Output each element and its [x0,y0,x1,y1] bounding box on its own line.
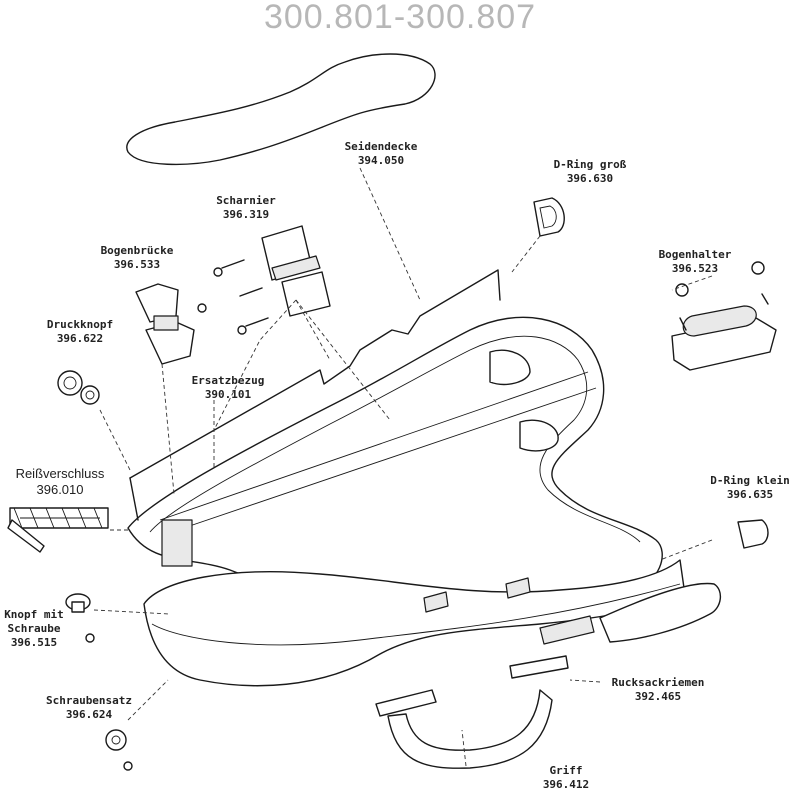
d-ring-small-code: 396.635 [726,488,774,501]
bow-holder-drawing [671,261,777,371]
d-ring-small-drawing [737,519,769,549]
screw-set-code: 396.624 [65,708,113,721]
liner-drawing [129,269,501,521]
label-liner: Ersatzbezug 390.101 [178,374,278,402]
label-hinge: Scharnier 396.319 [196,194,296,222]
zipper-code: 396.010 [36,482,84,497]
bow-holder-code: 396.523 [671,262,719,275]
d-ring-large-drawing [533,197,565,237]
silk-cover-code: 394.050 [357,154,405,167]
snap-button-name: Druckknopf [46,318,114,331]
bow-bridge-code: 396.533 [113,258,161,271]
hinge-name: Scharnier [216,194,276,207]
snap-button-drawing [57,370,100,405]
backpack-strap-code: 392.465 [634,690,682,703]
leader-lines [93,167,713,767]
d-ring-small-name: D-Ring klein [710,474,790,487]
label-screw-set: Schraubensatz 396.624 [34,694,144,722]
diagram-title: 300.801-300.807 [263,0,537,36]
knob-drawing [65,593,95,643]
hinge-code: 396.319 [222,208,270,221]
bow-bridge-drawing [135,283,207,365]
knob-name-line1: Knopf mit [4,608,64,621]
label-bow-bridge: Bogenbrücke 396.533 [82,244,192,272]
label-bow-holder: Bogenhalter 396.523 [640,248,750,276]
label-d-ring-large: D-Ring groß 396.630 [540,158,640,186]
handle-code: 396.412 [542,778,590,791]
bow-holder-name: Bogenhalter [658,248,732,261]
knob-code: 396.515 [10,636,58,649]
handle-name: Griff [549,764,583,777]
label-d-ring-small: D-Ring klein 396.635 [702,474,798,502]
silk-cover-name: Seidendecke [344,140,418,153]
label-knob: Knopf mit Schraube 396.515 [0,608,68,650]
silk-cover-drawing [126,53,436,166]
label-snap-button: Druckknopf 396.622 [30,318,130,346]
d-ring-large-name: D-Ring groß [553,158,627,171]
liner-code: 390.101 [204,388,252,401]
handle-drawing [375,655,569,769]
zipper-drawing [7,507,109,553]
screw-set-name: Schraubensatz [45,694,133,707]
liner-name: Ersatzbezug [191,374,265,387]
knob-name-line2: Schraube [7,622,61,635]
label-backpack-strap: Rucksackriemen 392.465 [598,676,718,704]
violin-case-drawing [127,316,721,687]
d-ring-large-code: 396.630 [566,172,614,185]
zipper-name: Reißverschluss [15,466,105,481]
snap-button-code: 396.622 [56,332,104,345]
label-zipper: Reißverschluss 396.010 [4,466,116,498]
backpack-strap-name: Rucksackriemen [611,676,705,689]
label-silk-cover: Seidendecke 394.050 [326,140,436,168]
hinge-drawing [213,225,331,335]
label-handle: Griff 396.412 [526,764,606,792]
screw-set-drawing [105,729,133,771]
bow-bridge-name: Bogenbrücke [100,244,174,257]
